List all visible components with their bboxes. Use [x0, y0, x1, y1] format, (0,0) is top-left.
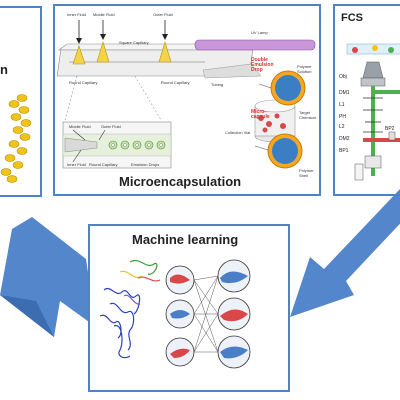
label-round-capillary-2: Round Capillary	[161, 80, 190, 85]
fcs-label-ph: PH	[339, 114, 346, 120]
fcs-label-obj: Obj	[339, 74, 347, 80]
label-tubing: Tubing	[211, 82, 224, 87]
inset-label-emulsion-drops: Emulsion Drops	[131, 162, 160, 167]
fcs-optical-setup	[346, 43, 400, 181]
fcs-label-bp1: BP1	[339, 148, 349, 154]
fcs-label-l2: L2	[339, 124, 345, 130]
microfluidic-device	[56, 20, 316, 169]
label-collection-vial: Collection Vial	[225, 130, 251, 135]
label-polymer-solution: Polymer Solution	[297, 64, 312, 74]
label-outer-fluid-top: Outer Fluid	[153, 12, 173, 17]
inset-label-round-capillary: Round Capillary	[89, 162, 118, 167]
fcs-panel: FCS Obj DM1 L1 PH L2 DM2 BP1 BP2	[333, 4, 400, 196]
fcs-label-dm2: DM2	[339, 136, 350, 142]
fcs-label-bp2: BP2	[385, 126, 395, 132]
alpha-helix	[0, 94, 32, 183]
label-target-chemical: Target Chemical	[299, 110, 316, 120]
inset-label-middle-fluid: Middle Fluid	[69, 124, 91, 129]
ml-network-diagram	[99, 259, 251, 369]
arrow-to-protein-structure	[0, 217, 96, 337]
label-double-emulsion-drop: Double Emulsion Drop	[251, 57, 274, 73]
fcs-label-dm1: DM1	[339, 90, 350, 96]
microencapsulation-panel: Inner Fluid Middle Fluid Outer Fluid UV …	[53, 4, 321, 196]
micro-panel-caption: Microencapsulation	[119, 174, 242, 189]
label-round-capillary-1: Round Capillary	[69, 80, 98, 85]
label-uv-lamp: UV Lamp	[251, 30, 268, 35]
label-inner-fluid-top: Inner Fluid	[67, 12, 86, 17]
inset-label-inner-fluid: Inner Fluid	[67, 162, 86, 167]
protein-structure-panel: n	[0, 6, 42, 197]
label-microcapsule: Micro-capsule	[251, 109, 270, 120]
machine-learning-panel: Machine learning	[88, 224, 290, 392]
label-polymer-shell: Polymer Shell	[299, 168, 314, 178]
inset-label-outer-fluid: Outer Fluid	[101, 124, 121, 129]
arrow-from-fcs	[290, 189, 400, 317]
left-panel-title: n	[0, 62, 8, 77]
ml-panel-title: Machine learning	[132, 232, 239, 247]
label-square-capillary: Square Capillary	[119, 40, 149, 45]
fcs-panel-title: FCS	[341, 12, 363, 24]
label-middle-fluid-top: Middle Fluid	[93, 12, 115, 17]
fcs-label-l1: L1	[339, 102, 345, 108]
